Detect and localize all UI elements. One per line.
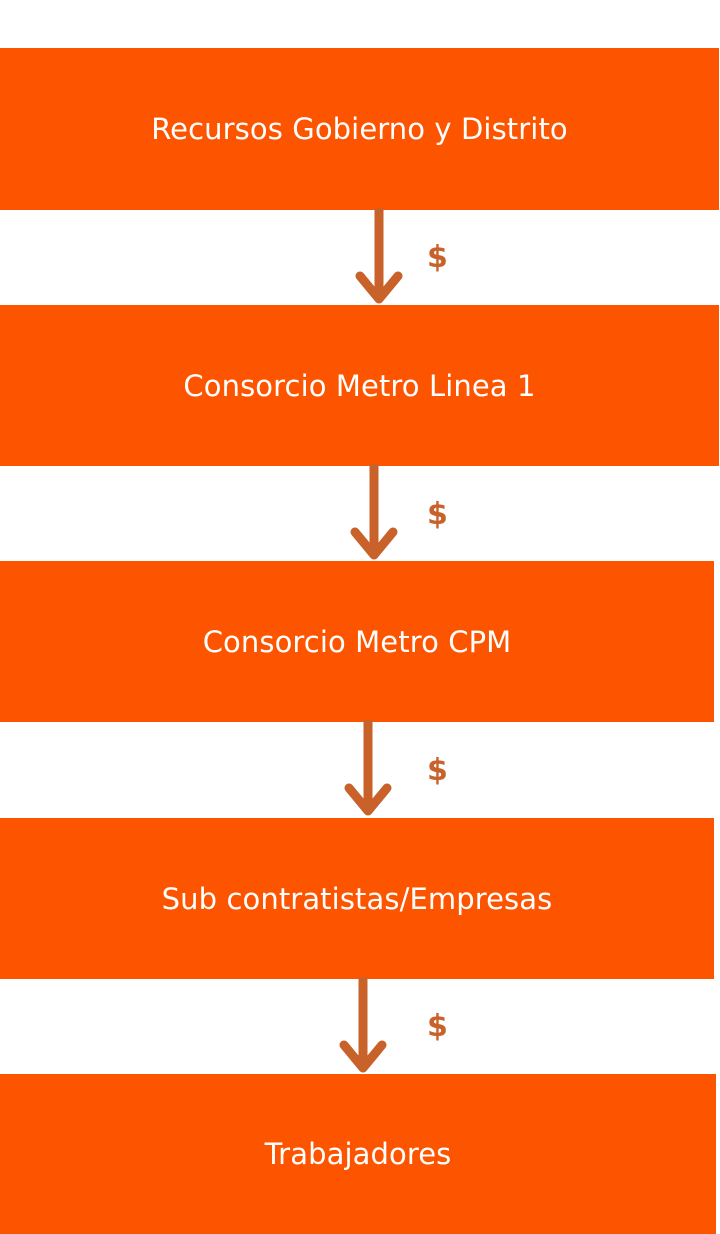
money-symbol: $	[427, 1009, 448, 1044]
flow-step-consorcio-cpm: Consorcio Metro CPM	[0, 561, 714, 722]
flow-step-consorcio-linea-1: Consorcio Metro Linea 1	[0, 305, 719, 466]
down-arrow-icon	[350, 464, 398, 560]
flow-step-recursos: Recursos Gobierno y Distrito	[0, 48, 719, 210]
flow-step-label: Recursos Gobierno y Distrito	[151, 112, 568, 146]
down-arrow-icon	[339, 977, 387, 1073]
flow-step-label: Consorcio Metro CPM	[202, 624, 512, 659]
money-symbol: $	[427, 497, 448, 532]
flow-step-label: Trabajadores	[264, 1137, 452, 1171]
money-symbol: $	[427, 240, 448, 275]
flow-step-subcontratistas: Sub contratistas/Empresas	[0, 818, 714, 979]
flow-step-trabajadores: Trabajadores	[0, 1074, 716, 1234]
down-arrow-icon	[344, 720, 392, 816]
down-arrow-icon	[355, 208, 403, 304]
flow-step-label: Sub contratistas/Empresas	[161, 881, 553, 916]
flow-step-label: Consorcio Metro Linea 1	[183, 368, 536, 403]
money-symbol: $	[427, 753, 448, 788]
